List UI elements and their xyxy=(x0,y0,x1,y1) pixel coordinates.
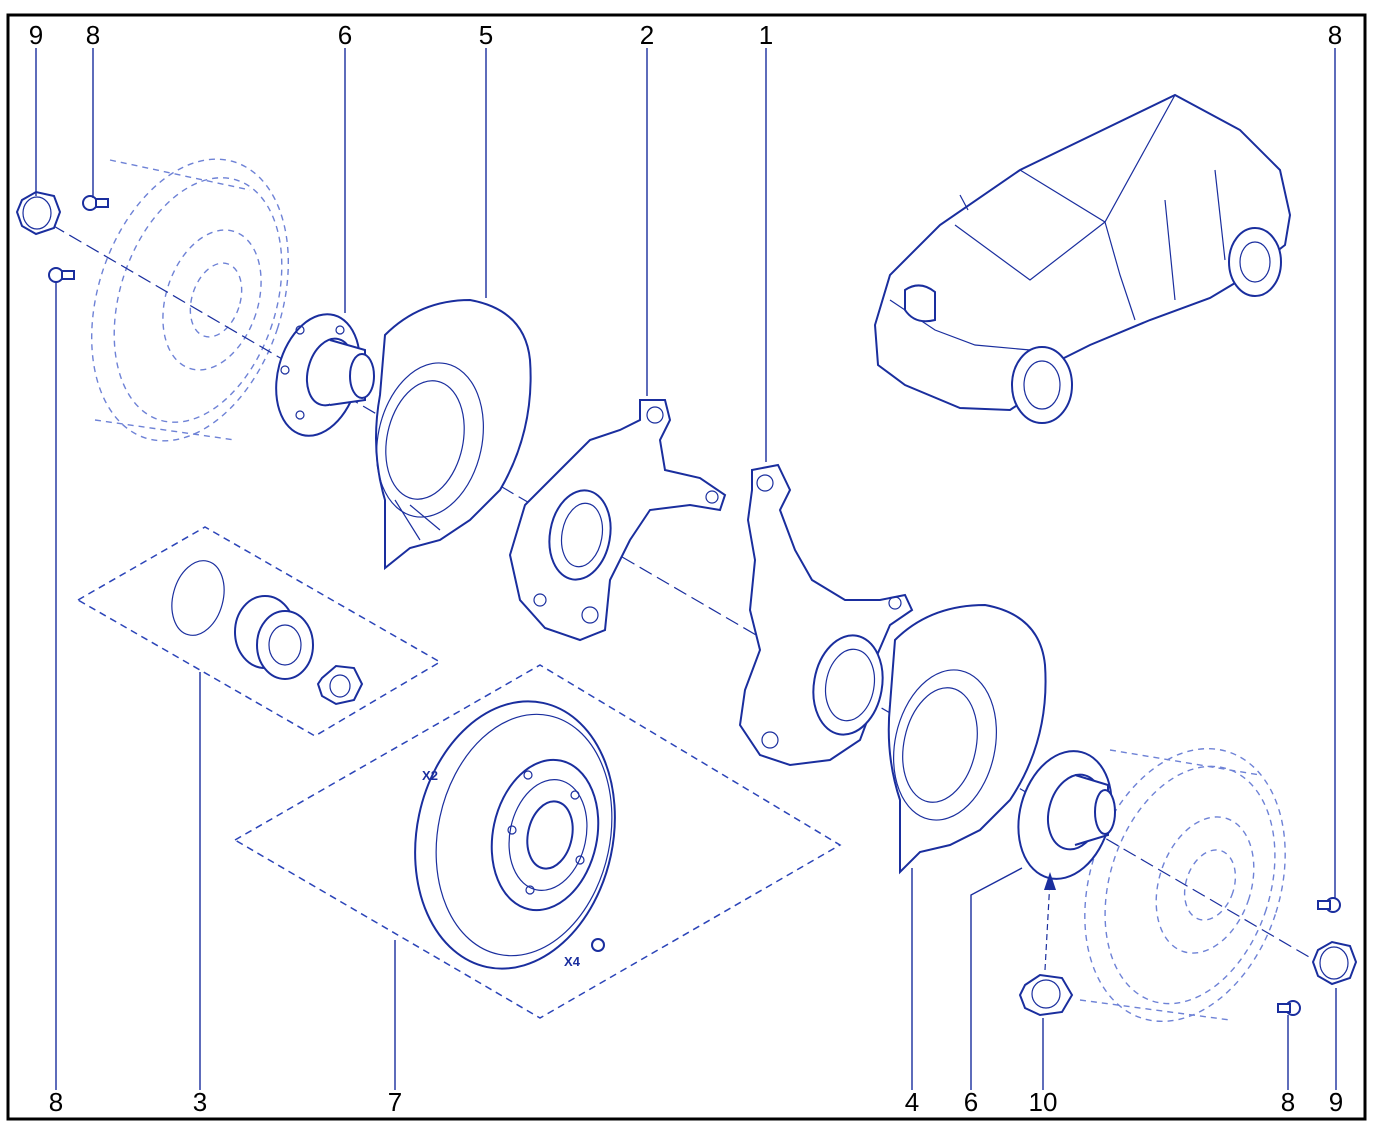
steering-knuckle-part-1 xyxy=(738,463,914,767)
ghost-brake-disc-right xyxy=(1079,747,1286,1023)
nut-insertion-arrow xyxy=(1044,879,1051,971)
screw-qty-annotation: X4 xyxy=(564,954,581,969)
brake-disc-kit-part-7: X2 X4 xyxy=(233,664,842,1019)
label-part-6-top: 6 xyxy=(338,20,352,50)
hub-nut-part-9-left xyxy=(15,190,62,236)
label-part-8-top-left: 8 xyxy=(86,20,100,50)
wheel-hub-part-6-left xyxy=(275,313,375,437)
brake-dust-shield-part-4 xyxy=(887,603,1047,875)
screw-part-8-bottom-left xyxy=(48,267,75,283)
label-part-1-top: 1 xyxy=(759,20,773,50)
screw-part-8-top-left xyxy=(82,195,109,211)
hub-nut-part-9-right xyxy=(1311,940,1358,986)
assembly-axis xyxy=(51,224,1341,976)
diagram-border xyxy=(6,13,1367,1121)
disc-qty-annotation: X2 xyxy=(422,768,438,783)
label-part-8-top-right: 8 xyxy=(1328,20,1342,50)
disc-screw-icon xyxy=(591,938,605,952)
car-illustration xyxy=(873,93,1292,424)
bearing-kit-part-3 xyxy=(76,526,442,737)
label-part-8-bottom-right: 8 xyxy=(1281,1087,1295,1117)
label-part-9-bottom: 9 xyxy=(1329,1087,1343,1117)
leader-lines xyxy=(35,48,1337,1090)
label-part-4-bottom: 4 xyxy=(905,1087,919,1117)
hub-nut-part-10 xyxy=(1018,973,1074,1017)
screw-part-8-top-right xyxy=(1317,897,1341,913)
ghost-brake-disc-left xyxy=(90,158,290,442)
label-part-7-bottom: 7 xyxy=(388,1087,402,1117)
label-part-6-bottom: 6 xyxy=(964,1087,978,1117)
arrow-head-icon xyxy=(1044,872,1056,890)
screw-part-8-bottom-right xyxy=(1277,1000,1301,1016)
wheel-hub-part-6-right xyxy=(1017,750,1116,880)
steering-knuckle-part-2 xyxy=(508,399,727,642)
label-part-3-bottom: 3 xyxy=(193,1087,207,1117)
brake-dust-shield-part-5 xyxy=(375,298,532,571)
label-part-10-bottom: 10 xyxy=(1029,1087,1058,1117)
label-part-5-top: 5 xyxy=(479,20,493,50)
label-part-9-top: 9 xyxy=(29,20,43,50)
label-part-8-bottom-left: 8 xyxy=(49,1087,63,1117)
label-part-2-top: 2 xyxy=(640,20,654,50)
